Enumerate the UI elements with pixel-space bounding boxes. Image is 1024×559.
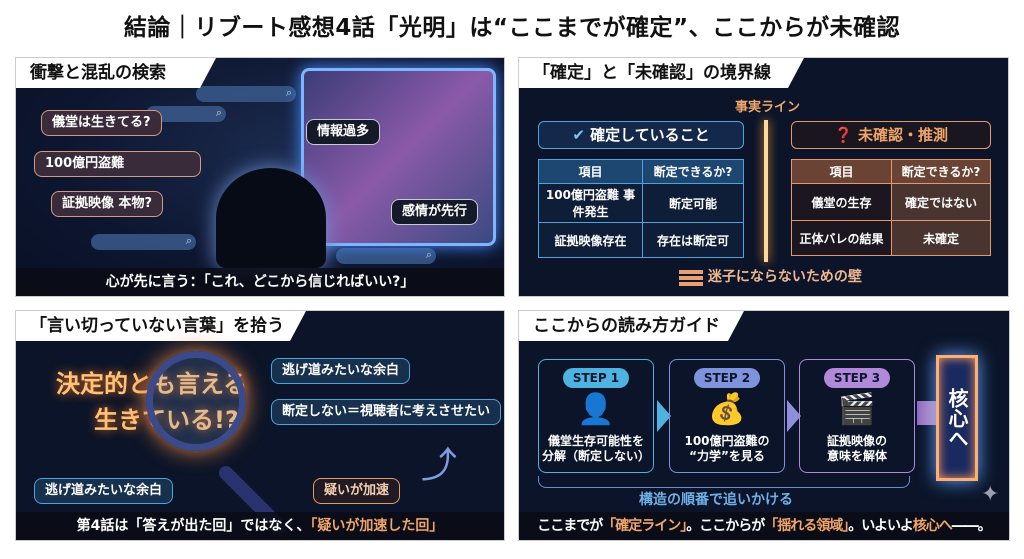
step-2: STEP 2 💰 100億円盗難の“力学”を見る	[669, 359, 785, 473]
panel-title: 「言い切っていない言葉」を拾う	[16, 311, 306, 341]
search-bar: ⌕	[91, 234, 196, 250]
brick-wall-icon	[679, 268, 703, 286]
speech-bubble: 断定しない＝視聴者に考えさせたい	[271, 399, 502, 425]
speech-bubble: 儀堂は生きてる?	[41, 110, 162, 136]
caption: ここまでが「確定ライン」。ここからが「揺れる領域」。いよいよ核心へ――。	[519, 512, 1009, 540]
unconfirmed-table: 項目断定できるか? 儀堂の生存確定ではない 正体バレの結果未確定	[791, 159, 991, 256]
step-badge: STEP 3	[823, 368, 891, 388]
step-badge: STEP 2	[693, 368, 761, 388]
fact-line	[764, 120, 768, 262]
panel-title: 「確定」と「未確認」の境界線	[519, 58, 804, 88]
door: 核心へ	[936, 355, 978, 481]
search-bar: ⌕	[146, 106, 226, 122]
arrow-icon	[657, 400, 671, 432]
magnifier-icon	[146, 351, 246, 451]
check-icon: ✔	[572, 126, 585, 144]
confirmed-header: ✔ 確定していること	[538, 121, 744, 149]
caption: 第4話は「答えが出た回」ではなく、「疑いが加速した回」	[16, 512, 504, 540]
page-title: 結論｜リブート感想4話「光明」は“ここまでが確定”、ここからが未確認	[123, 15, 901, 41]
search-bar: ⌕	[336, 248, 436, 264]
speech-bubble: 逃げ道みたいな余白	[34, 478, 174, 504]
panel-search-shock: ⌕ ⌕ ⌕ ⌕ 儀堂は生きてる? 100億円盗難 証拠映像 本物? 情報過多 感…	[15, 57, 505, 297]
panel-boundary: 「確定」と「未確認」の境界線 事実ライン ✔ 確定していること 項目断定できるか…	[518, 57, 1009, 297]
confirmed-table: 項目断定できるか? 100億円盗難 事件発生断定可能 証拠映像存在存在は断定可	[538, 159, 744, 258]
question-icon: ❓	[834, 126, 853, 144]
bracket-label: 構造の順番で追いかける	[639, 492, 793, 508]
step-3: STEP 3 🎬 証拠映像の意味を解体	[799, 359, 915, 473]
panel-words: 「言い切っていない言葉」を拾う 決定的とも言える 生きている!? 逃げ道みたいな…	[15, 310, 505, 541]
search-icon: ⌕	[185, 234, 192, 247]
accelerate-icon: ⤴	[421, 445, 458, 486]
panel-title: ここからの読み方ガイド	[519, 311, 744, 341]
bracket	[538, 476, 910, 488]
search-bar: ⌕	[196, 86, 296, 102]
screen-label: 情報過多	[306, 119, 381, 145]
speech-bubble: 100億円盗難	[34, 151, 201, 177]
money-bags-cycle-icon: 💰	[708, 392, 746, 427]
speech-bubble: 逃げ道みたいな余白	[271, 358, 411, 384]
search-icon: ⌕	[425, 248, 432, 261]
step-1: STEP 1 👤 儀堂生存可能性を分解（断定しない）	[538, 359, 654, 473]
big-arrow	[917, 401, 937, 425]
arrow-icon	[787, 400, 801, 432]
unconfirmed-header: ❓ 未確認・推測	[791, 121, 991, 149]
wall-label: 迷子にならないための壁	[679, 266, 862, 286]
caption: 心が先に言う：「これ、どこから信じればいい?」	[16, 268, 504, 296]
panel-title: 衝撃と混乱の検索	[16, 58, 216, 88]
search-icon: ⌕	[285, 86, 292, 99]
speech-bubble: 証拠映像 本物?	[51, 191, 164, 217]
step-badge: STEP 1	[562, 368, 630, 388]
person-question-icon: 👤	[577, 392, 615, 427]
fact-line-label: 事実ライン	[735, 100, 801, 115]
screen-label: 感情が先行	[391, 199, 479, 225]
speech-bubble: 疑いが加速	[313, 478, 401, 504]
sparkle-icon: ✦	[981, 482, 1000, 507]
person-silhouette	[216, 168, 326, 268]
search-icon: ⌕	[215, 106, 222, 119]
video-gear-icon: 🎬	[838, 392, 876, 427]
panel-reading-guide: ここからの読み方ガイド STEP 1 👤 儀堂生存可能性を分解（断定しない） S…	[518, 310, 1010, 541]
